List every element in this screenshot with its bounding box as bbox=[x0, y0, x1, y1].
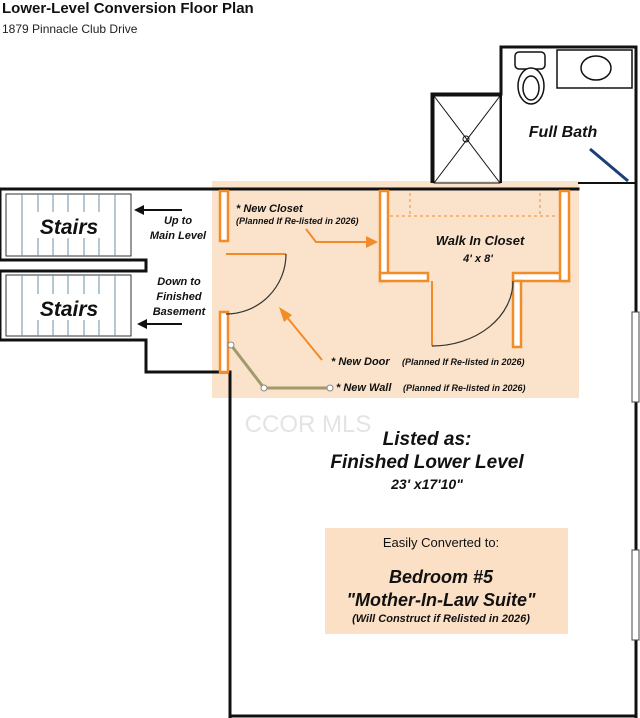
walk-in-closet-label: Walk In Closet bbox=[436, 233, 525, 248]
full-bath-label: Full Bath bbox=[529, 124, 598, 141]
stairs-lower-label: Stairs bbox=[40, 298, 98, 321]
bathroom bbox=[430, 45, 638, 184]
new-wall-note: (Planned if Re-listed in 2026) bbox=[403, 383, 526, 393]
conversion-intro: Easily Converted to: bbox=[383, 535, 499, 550]
new-wall-label: * New Wall bbox=[336, 382, 392, 394]
closet-arrow-icon bbox=[305, 228, 378, 248]
up-arrow-icon bbox=[134, 205, 182, 215]
stairs-upper-label: Stairs bbox=[40, 216, 98, 239]
stairs-label-bg bbox=[36, 212, 102, 238]
new-wall bbox=[227, 341, 334, 392]
down-label-line3: Basement bbox=[153, 306, 207, 318]
stairs-lower bbox=[5, 274, 132, 337]
new-door-note: (Planned If Re-listed in 2026) bbox=[402, 357, 525, 367]
new-closet-walls bbox=[218, 189, 571, 374]
walk-in-closet-size: 4' x 8' bbox=[462, 253, 493, 265]
up-label-line1: Up to bbox=[164, 215, 192, 227]
bath-door-icon bbox=[589, 147, 629, 183]
new-door-label: * New Door bbox=[331, 356, 390, 368]
down-label-line2: Finished bbox=[156, 291, 202, 303]
listing-dimensions: 23' x17'10" bbox=[390, 476, 463, 492]
conversion-note: (Will Construct if Relisted in 2026) bbox=[352, 613, 530, 625]
new-door-swing bbox=[225, 253, 287, 315]
listing-line1: Listed as: bbox=[383, 429, 472, 450]
up-label-line2: Main Level bbox=[150, 230, 207, 242]
new-closet-note: (Planned If Re-listed in 2026) bbox=[236, 216, 359, 226]
property-address: 1879 Pinnacle Club Drive bbox=[2, 22, 138, 36]
conversion-line1: Bedroom #5 bbox=[389, 567, 494, 587]
sink-icon bbox=[556, 49, 633, 89]
conversion-line2: "Mother-In-Law Suite" bbox=[346, 590, 536, 610]
closet-door-swing bbox=[431, 280, 514, 347]
down-label-line1: Down to bbox=[157, 276, 201, 288]
door-arrow-icon bbox=[279, 307, 323, 361]
page-title: Lower-Level Conversion Floor Plan bbox=[2, 0, 254, 17]
toilet-icon bbox=[514, 51, 546, 105]
down-arrow-icon bbox=[137, 319, 182, 329]
walls bbox=[0, 181, 638, 718]
closet-shelf-guides bbox=[390, 193, 558, 217]
new-closet-label: * New Closet bbox=[236, 203, 304, 215]
listing-line2: Finished Lower Level bbox=[330, 452, 524, 473]
windows bbox=[631, 311, 640, 641]
conversion-callout-box bbox=[325, 528, 568, 634]
watermark: CCOR MLS bbox=[245, 411, 372, 438]
stairs-label-bg bbox=[36, 294, 102, 320]
